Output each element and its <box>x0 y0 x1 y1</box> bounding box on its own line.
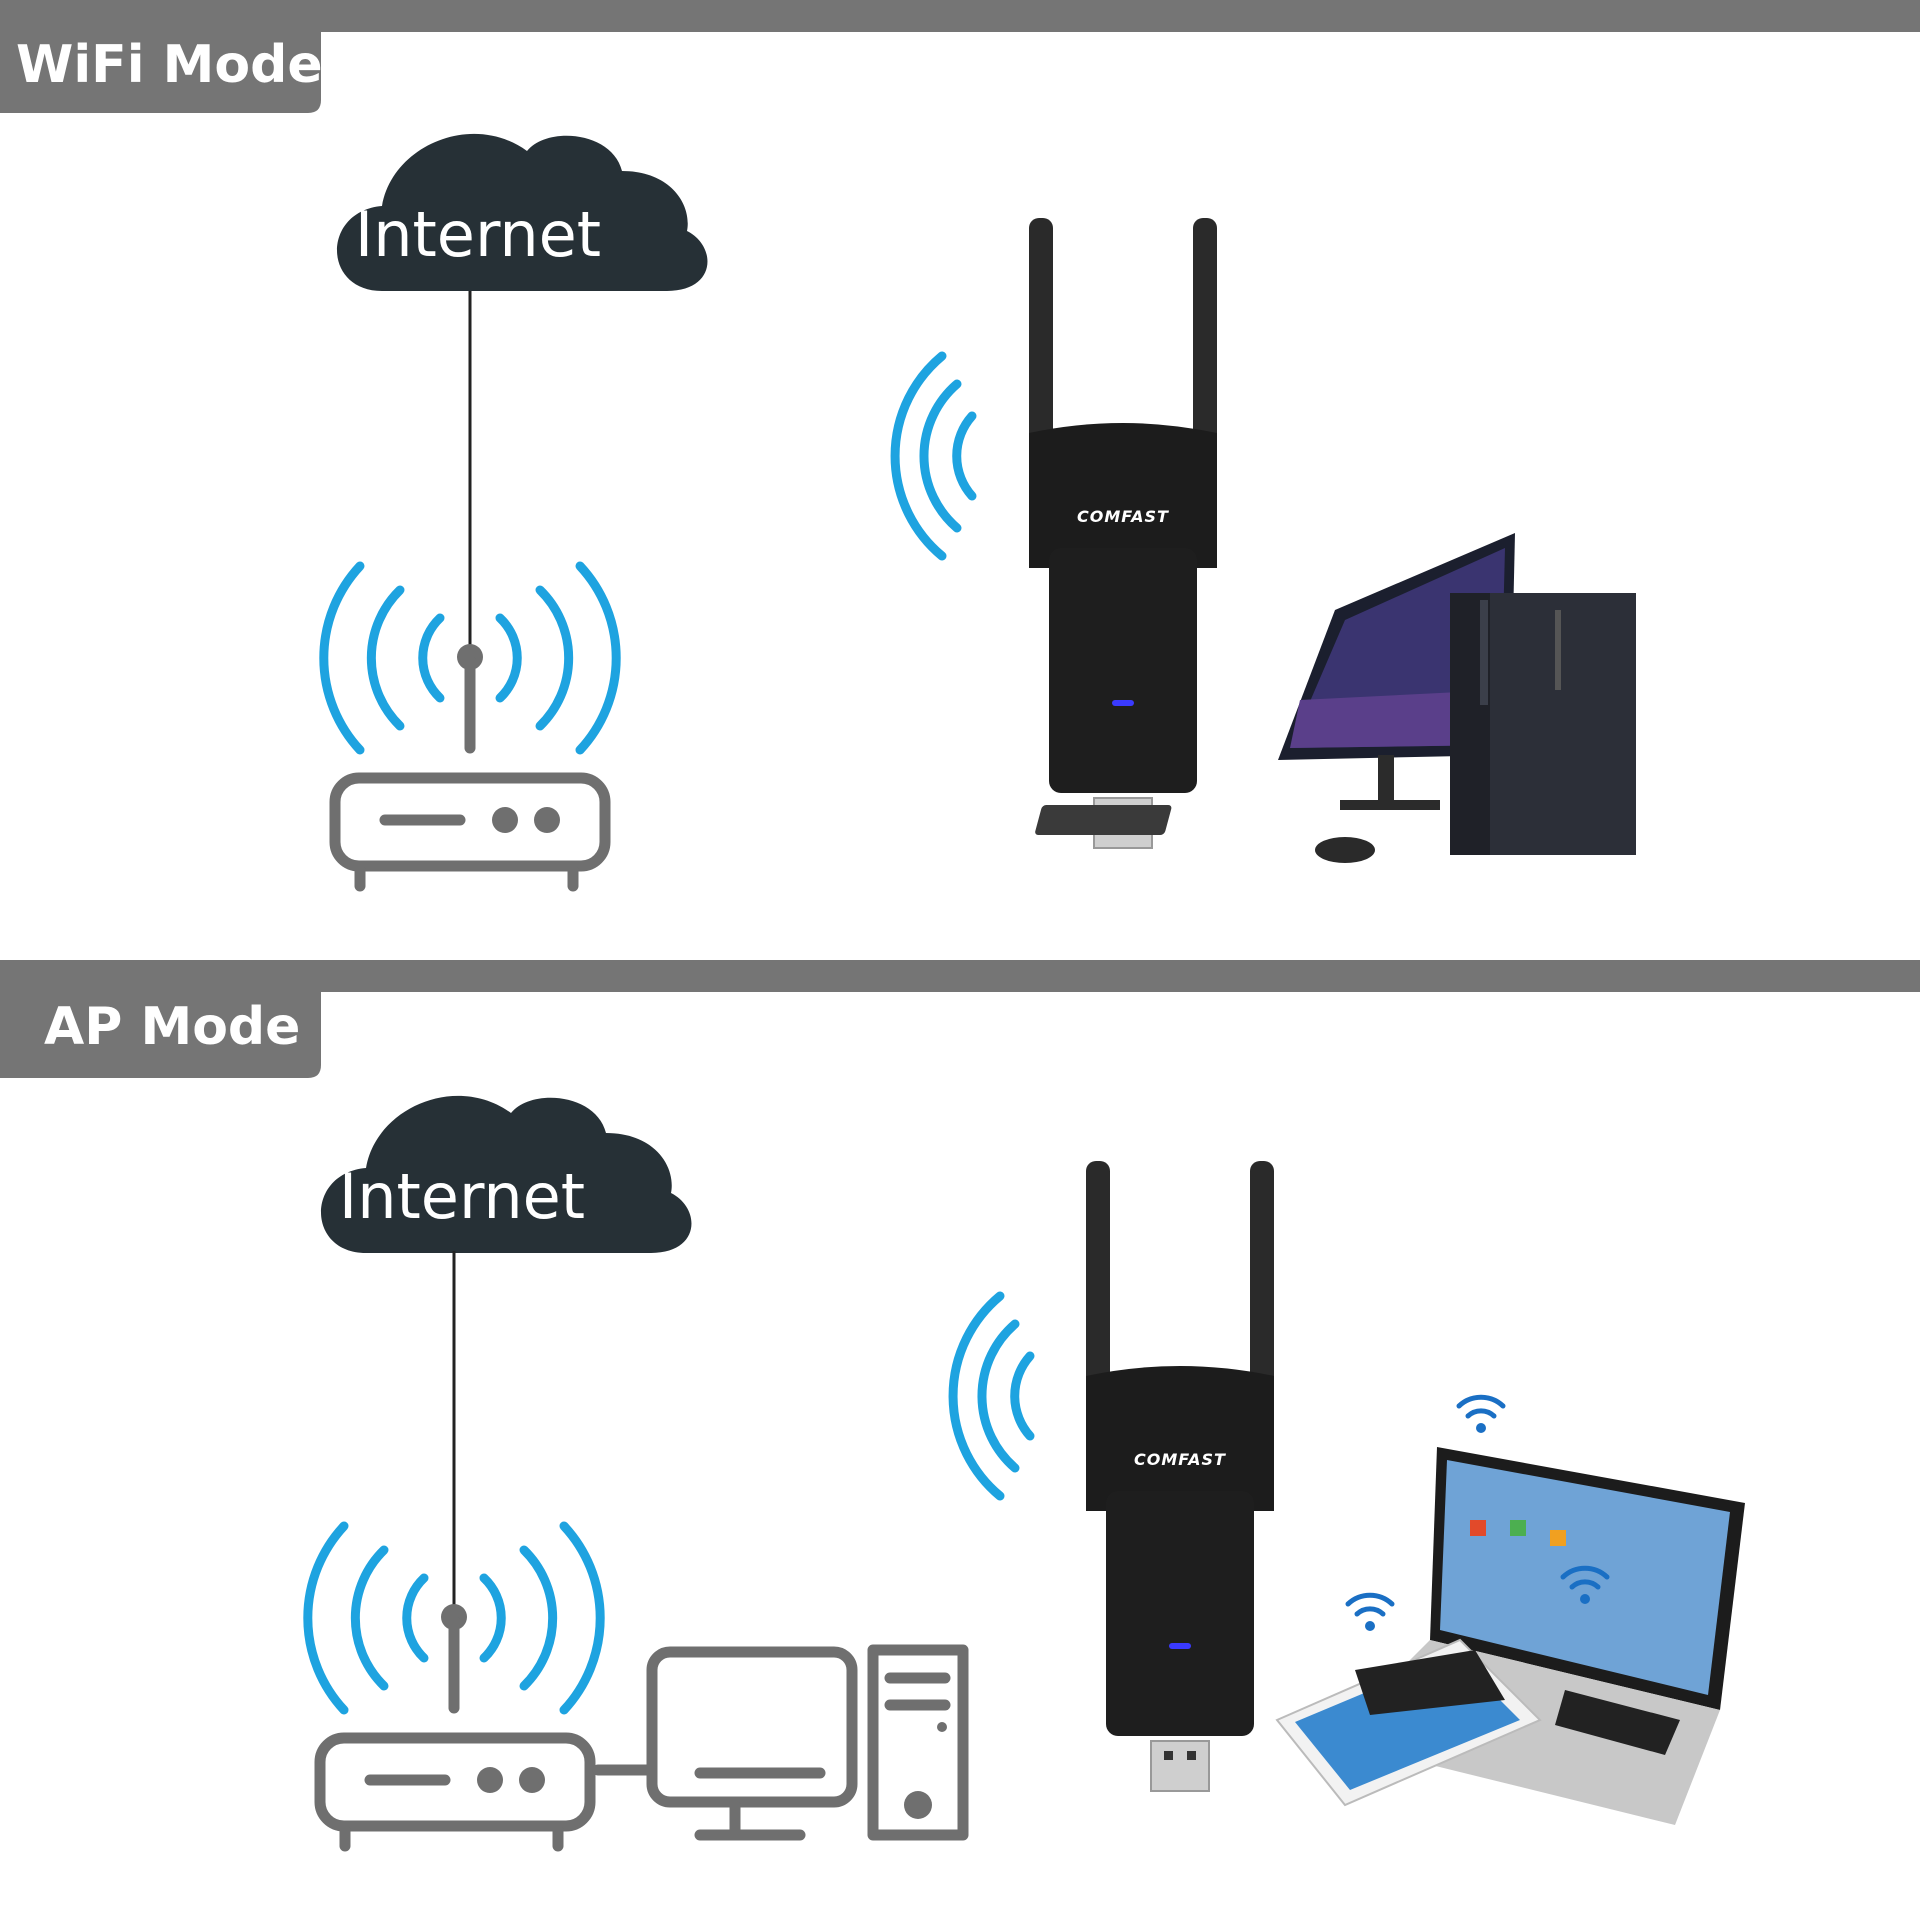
section-tab <box>0 992 321 1078</box>
wifi-mode-section: WiFi Mode Internet COMFAST <box>0 0 1920 886</box>
wifi-icon <box>1348 1595 1392 1631</box>
usb-wifi-adapter: COMFAST <box>1028 217 1218 849</box>
wifi-signal-icon <box>895 356 972 556</box>
usb-wifi-adapter: COMFAST <box>1085 1160 1275 1792</box>
laptop-tablet-phones-image <box>1275 1447 1745 1825</box>
router-icon <box>320 1738 590 1846</box>
brand-label: COMFAST <box>1077 507 1169 526</box>
wifi-signal-icon <box>953 1296 1030 1496</box>
desktop-computer-image <box>1035 533 1636 863</box>
cloud-label: Internet <box>355 198 601 271</box>
ap-mode-section: AP Mode Internet COMFAST <box>0 960 1920 1846</box>
section-title: WiFi Mode <box>16 35 323 95</box>
section-bar <box>0 0 1920 32</box>
section-title: AP Mode <box>44 997 300 1057</box>
router-icon <box>335 778 605 886</box>
section-tab <box>0 32 321 113</box>
cloud-label: Internet <box>339 1160 585 1233</box>
desktop-pc-icon <box>646 1644 969 1841</box>
wifi-icon <box>1459 1397 1503 1433</box>
brand-label: COMFAST <box>1134 1450 1226 1469</box>
section-bar <box>0 960 1920 992</box>
